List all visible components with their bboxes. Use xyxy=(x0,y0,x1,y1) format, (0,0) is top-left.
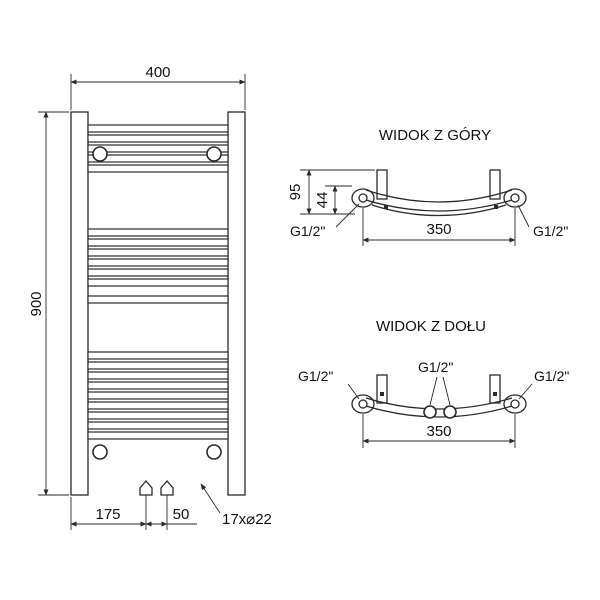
bottom-profile-inner xyxy=(365,405,513,418)
top-leader-left xyxy=(335,203,360,228)
top-profile-bar xyxy=(371,204,507,217)
heating-bar-10 xyxy=(87,268,229,277)
tube-spec-callout: 17x⌀22 xyxy=(200,483,272,528)
bottom-mark-right xyxy=(493,392,497,396)
heating-bar-2 xyxy=(87,134,229,143)
top-axis-spacing-label: 350 xyxy=(426,221,451,238)
bottom-leader-right xyxy=(518,383,533,400)
connector-right xyxy=(160,480,174,496)
top-stub-left xyxy=(376,169,388,200)
top-profile-outer xyxy=(365,189,513,203)
top-connection-left-label: G1/2" xyxy=(290,223,325,239)
top-depth-dimensions: 95 44 xyxy=(287,169,375,215)
top-end-pipe-right-core xyxy=(510,193,520,203)
dimension-width-label: 400 xyxy=(145,64,170,81)
bottom-end-pipe-right xyxy=(503,394,527,414)
bottom-connectors xyxy=(139,480,174,496)
bottom-leader-left xyxy=(347,383,360,400)
bottom-center-connector-right xyxy=(443,405,457,419)
bottom-leader-center-right xyxy=(442,376,451,406)
top-end-pipe-left-core xyxy=(358,193,368,203)
heating-bar-1 xyxy=(87,124,229,133)
heating-bar-17 xyxy=(87,391,229,400)
heating-bar-3 xyxy=(87,144,229,153)
dimension-pipe-spacing-label: 50 xyxy=(173,506,190,523)
heating-bar-16 xyxy=(87,381,229,390)
dimension-connectors: 175 50 xyxy=(70,495,197,530)
front-view: 400 900 175 50 17x⌀22 xyxy=(28,64,272,530)
bottom-end-pipe-left xyxy=(351,394,375,414)
heating-bar-14 xyxy=(87,361,229,370)
left-side-tube xyxy=(70,111,89,496)
right-side-tube xyxy=(227,111,246,496)
bottom-center-connector-left xyxy=(423,405,437,419)
dimension-width: 400 xyxy=(70,64,246,110)
bottom-end-pipe-right-core xyxy=(510,399,520,409)
heating-bar-19 xyxy=(87,411,229,420)
top-depth-total-label: 95 xyxy=(287,184,304,201)
mount-bracket-top-right xyxy=(206,146,222,162)
heating-bar-21 xyxy=(87,431,229,440)
dimension-height: 900 xyxy=(28,111,69,496)
heating-bar-5 xyxy=(87,164,229,173)
mounting-brackets xyxy=(92,146,222,460)
bottom-axis-spacing-label: 350 xyxy=(426,423,451,440)
heating-bar-4 xyxy=(87,154,229,163)
mount-bracket-bottom-right xyxy=(206,444,222,460)
heating-bars xyxy=(87,124,229,440)
mount-bracket-bottom-left xyxy=(92,444,108,460)
heating-bar-11 xyxy=(87,278,229,287)
tube-spec-label: 17x⌀22 xyxy=(222,511,272,528)
top-stub-right xyxy=(489,169,501,200)
heating-bar-13 xyxy=(87,351,229,360)
top-leader-right xyxy=(517,204,530,228)
bottom-leader-center-left xyxy=(429,376,438,406)
heating-bar-15 xyxy=(87,371,229,380)
bottom-stub-left xyxy=(376,374,388,404)
top-depth-axis-label: 44 xyxy=(314,192,331,209)
heating-bar-12 xyxy=(87,295,229,304)
bottom-stub-right xyxy=(489,374,501,404)
heating-bar-9 xyxy=(87,258,229,267)
top-mark-right xyxy=(494,205,498,209)
bottom-mark-left xyxy=(380,392,384,396)
top-mark-left xyxy=(384,205,388,209)
top-view-title: WIDOK Z GÓRY xyxy=(379,127,491,144)
bottom-end-pipe-left-core xyxy=(358,399,368,409)
top-end-pipe-right xyxy=(503,188,527,208)
bottom-view: WIDOK Z DOŁU G1/2" G1/2" G1/2" 350 xyxy=(298,318,569,448)
top-view: WIDOK Z GÓRY 95 44 G1/2" G1/2" xyxy=(287,127,568,246)
bottom-profile-outer xyxy=(365,397,513,410)
heating-bar-8 xyxy=(87,248,229,257)
dimension-height-label: 900 xyxy=(28,291,45,316)
bottom-axis-dimension: 350 xyxy=(362,414,516,448)
bottom-view-title: WIDOK Z DOŁU xyxy=(376,318,486,335)
top-connection-right-label: G1/2" xyxy=(533,223,568,239)
heating-bar-18 xyxy=(87,401,229,410)
top-end-pipe-left xyxy=(351,188,375,208)
dimension-left-offset-label: 175 xyxy=(95,506,120,523)
top-profile-inner xyxy=(365,199,513,212)
bottom-connection-left-label: G1/2" xyxy=(298,368,333,384)
top-axis-dimension: 350 xyxy=(362,208,516,246)
heating-bar-20 xyxy=(87,421,229,430)
bottom-connection-right-label: G1/2" xyxy=(534,368,569,384)
heating-bar-6 xyxy=(87,228,229,237)
heating-bar-7 xyxy=(87,238,229,247)
mount-bracket-top-left xyxy=(92,146,108,162)
bottom-connection-center-label: G1/2" xyxy=(418,359,453,375)
connector-left xyxy=(139,480,153,496)
